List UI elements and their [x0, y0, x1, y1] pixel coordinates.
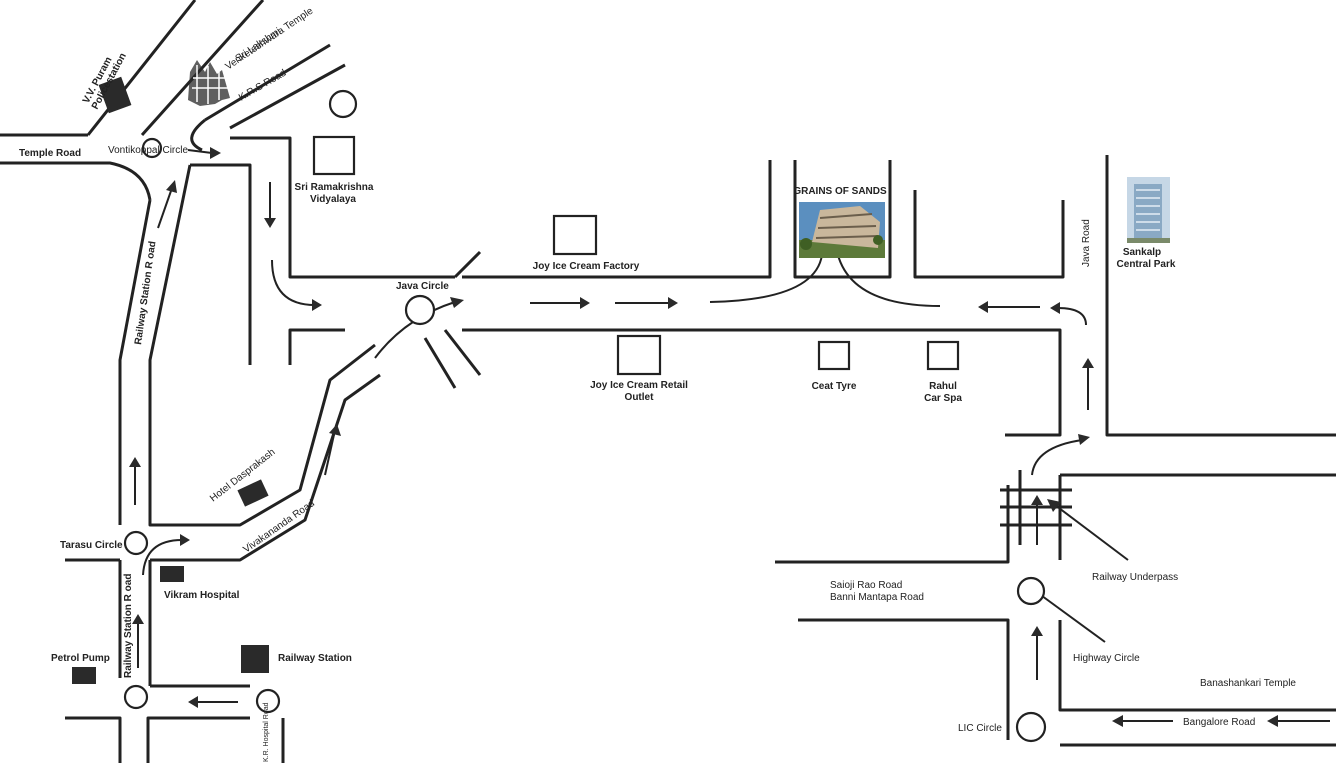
- direction-arrows: [129, 147, 1330, 727]
- java-road-label: Java Road: [1081, 219, 1092, 267]
- temple-road-label: Temple Road: [19, 148, 81, 159]
- banni-label: Banni Mantapa Road: [830, 592, 924, 603]
- joy-outlet-label-2: Outlet: [625, 392, 655, 403]
- sankalp-label-2: Central Park: [1117, 259, 1176, 270]
- vikram-hospital-building: [160, 566, 184, 582]
- rahul-label-2: Car Spa: [924, 393, 962, 404]
- java-circle: [404, 294, 436, 326]
- bangalore-road-label: Bangalore Road: [1183, 717, 1255, 728]
- saioji-label: Saioji Rao Road: [830, 580, 902, 591]
- ceat-building: [817, 340, 851, 371]
- kr-hospital-road-label: K.R. Hospital Road: [263, 702, 270, 762]
- railway-station-label: Railway Station: [278, 653, 352, 664]
- java-circle-label: Java Circle: [396, 281, 449, 292]
- grains-building-photo: [799, 202, 885, 258]
- banashankari-label: Banashankari Temple: [1200, 678, 1296, 689]
- sankalp-label-1: Sankalp: [1123, 247, 1161, 258]
- railway-station-building: [241, 645, 269, 673]
- hotel-building: [237, 479, 269, 507]
- ramakrishna-label-2: Vidyalaya: [310, 194, 356, 205]
- bottom-left-circle: [123, 684, 149, 710]
- vontikoppal-circle: [141, 137, 163, 159]
- vontikoppal-label: Vontikoppal Circle: [108, 145, 188, 156]
- ramakrishna-label-1: Sri Ramakrishna: [295, 182, 374, 193]
- petrol-label: Petrol Pump: [51, 653, 110, 664]
- vikram-label: Vikram Hospital: [164, 590, 240, 601]
- krs-road-label: K.R.S Road: [237, 68, 288, 104]
- petrol-pump-building: [72, 667, 96, 684]
- sankalp-tower-photo: [1127, 177, 1170, 243]
- lic-label: LIC Circle: [958, 723, 1002, 734]
- lic-circle: [1015, 711, 1047, 743]
- ceat-label: Ceat Tyre: [812, 381, 857, 392]
- tarasu-label: Tarasu Circle: [60, 540, 123, 551]
- rahul-building: [926, 340, 960, 371]
- vivekananda-label: Vivakananda Road: [241, 498, 316, 555]
- joy-factory-building: [552, 214, 598, 256]
- highway-circle: [1016, 576, 1046, 606]
- joy-factory-label: Joy Ice Cream Factory: [533, 261, 640, 272]
- highway-label: Highway Circle: [1073, 653, 1140, 664]
- railway-station-circle: [255, 688, 281, 714]
- police-station-building: [98, 76, 132, 114]
- rahul-label-1: Rahul: [929, 381, 957, 392]
- ramakrishna-building: [312, 135, 356, 176]
- joy-outlet-label-1: Joy Ice Cream Retail: [590, 380, 688, 391]
- underpass-label: Railway Underpass: [1092, 572, 1178, 583]
- joy-outlet-building: [616, 334, 662, 376]
- railway-station-road-bottom-label: Railway Station R oad: [123, 574, 134, 678]
- temple-icon: [188, 60, 230, 106]
- tarasu-circle: [123, 530, 149, 556]
- grains-label: GRAINS OF SANDS: [793, 186, 887, 197]
- landmark-circle-top: [328, 89, 358, 119]
